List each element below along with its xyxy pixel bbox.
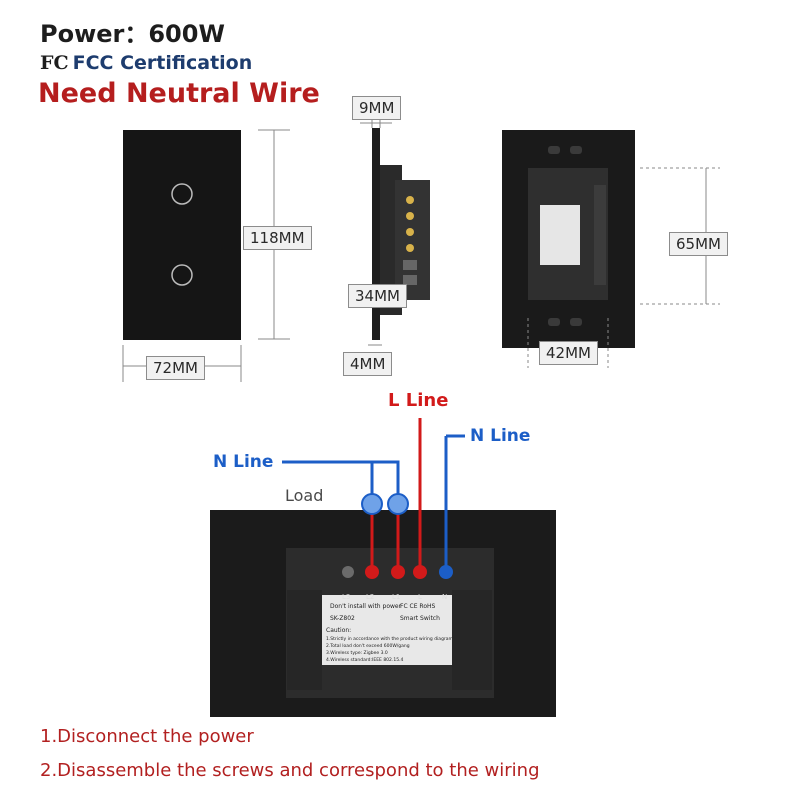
module-caution-title: Caution: <box>326 627 351 634</box>
step-1: 1.Disconnect the power <box>40 726 254 747</box>
dim-depth: 34MM <box>348 284 407 308</box>
dim-height: 118MM <box>243 226 312 250</box>
bulb-icon <box>387 493 409 515</box>
dim-rear-lip: 4MM <box>343 352 393 376</box>
n-line-left-label: N Line <box>213 452 274 472</box>
bulb-icon <box>361 493 383 515</box>
dim-box-height: 65MM <box>669 232 728 256</box>
wiring-panel <box>210 510 556 717</box>
module-warning: Don't install with power <box>330 603 402 610</box>
fcc-label: FCC Certification <box>72 52 253 74</box>
load-bulbs <box>361 493 409 515</box>
fcc-certification: FC FCC Certification <box>40 52 252 74</box>
fcc-logo: FC <box>40 52 69 74</box>
terminal-label: L1 <box>392 593 400 601</box>
n-line-right-label: N Line <box>470 426 531 446</box>
module-model: SK-Z802 <box>330 615 355 622</box>
module-marks: FC CE RoHS <box>400 603 436 610</box>
terminal-label: L <box>418 593 422 601</box>
wires <box>282 418 465 570</box>
load-label: Load <box>285 486 324 505</box>
power-rating: Power：600W <box>40 20 225 48</box>
touch-button-bottom <box>171 264 193 286</box>
terminal-label: L2 <box>366 593 374 601</box>
caution-line: 3.Wireless type: Zigbee 3.0 <box>326 650 388 656</box>
module-label-text: Don't install with power FC CE RoHS SK-Z… <box>326 603 453 663</box>
module-product: Smart Switch <box>400 615 440 622</box>
front-panel <box>123 130 241 340</box>
neutral-wire-notice: Need Neutral Wire <box>38 78 320 109</box>
rear-panel <box>502 130 635 348</box>
l-line-label: L Line <box>388 390 449 411</box>
touch-button-top <box>171 183 193 205</box>
side-panel <box>372 128 430 340</box>
dim-box-width: 42MM <box>539 341 598 365</box>
caution-line: 2.Total load don't exceed 600W/gang <box>326 643 410 649</box>
terminal-label: N <box>442 593 447 601</box>
step-2: 2.Disassemble the screws and correspond … <box>40 760 540 781</box>
dim-thickness-top: 9MM <box>352 96 402 120</box>
dim-width: 72MM <box>146 356 205 380</box>
terminal-label: L3 <box>342 593 350 601</box>
terminal-labels: L3 L2 L1 L N <box>342 593 447 601</box>
caution-line: 1.Strictly in accordance with the produc… <box>326 636 453 642</box>
caution-line: 4.Wireless standard:IEEE 802.15.4 <box>326 657 403 663</box>
terminal-dots <box>342 565 453 579</box>
